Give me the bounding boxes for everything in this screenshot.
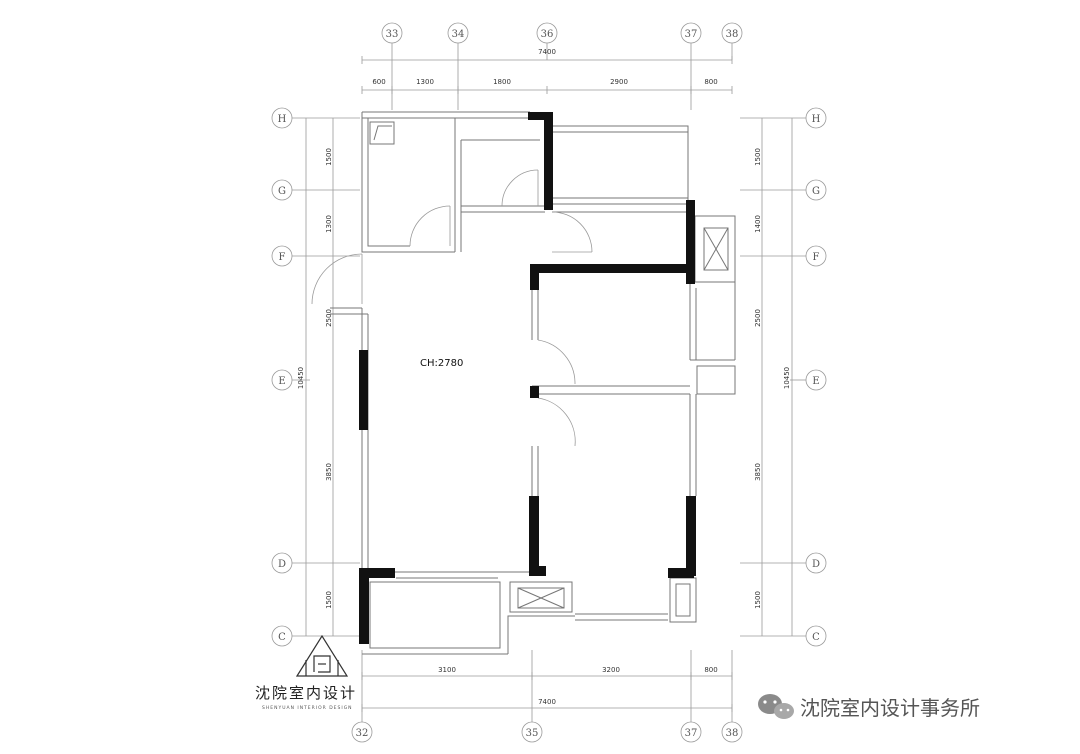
grid-bottom-35: 35: [526, 728, 539, 739]
dim-top-total: 7400: [538, 48, 556, 56]
grid-right-e: E: [812, 376, 819, 387]
dim-top-2: 1300: [416, 78, 434, 86]
grid-top-36: 36: [541, 29, 554, 40]
grid-top-37: 37: [685, 29, 698, 40]
dim-right-total: 10450: [783, 367, 791, 389]
dim-left-1: 1500: [325, 148, 333, 166]
grid-top-33: 33: [386, 29, 399, 40]
dim-left-5: 1500: [325, 591, 333, 609]
doors: [311, 169, 593, 447]
dim-bottom-1: 3100: [438, 666, 456, 674]
grid-bottom-32: 32: [356, 728, 369, 739]
grid-right: H G F E D C: [740, 107, 827, 647]
dim-top-5: 800: [704, 78, 717, 86]
dims-bottom: 3100 3200 800 7400 32 35 37 38: [351, 650, 743, 743]
watermark-text: 沈院室内设计事务所: [800, 696, 980, 720]
grid-right-d: D: [812, 559, 820, 570]
watermark: 沈院室内设计事务所: [758, 694, 980, 720]
grid-left-g: G: [278, 186, 286, 197]
dims-left: 1500 1300 2500 3850 1500 10450: [297, 118, 334, 636]
dim-top-1: 600: [372, 78, 385, 86]
dim-top-4: 2900: [610, 78, 628, 86]
grid-left-h: H: [278, 114, 287, 125]
dim-right-2: 1400: [754, 215, 762, 233]
grid-right-f: F: [813, 252, 820, 263]
toilet-symbol: [369, 121, 395, 145]
structural-walls: [359, 112, 696, 644]
dim-right-3: 2500: [754, 309, 762, 327]
dim-left-3: 2500: [325, 309, 333, 327]
dim-left-2: 1300: [325, 215, 333, 233]
grid-left: H G F E D C: [271, 107, 360, 647]
walls: [330, 111, 736, 655]
grid-left-e: E: [278, 376, 285, 387]
wechat-icon: [758, 694, 794, 719]
grid-top: 33 34 36 37 38: [381, 22, 743, 110]
grid-left-f: F: [279, 252, 286, 263]
grid-left-d: D: [278, 559, 286, 570]
dim-left-4: 3850: [325, 463, 333, 481]
grid-right-h: H: [812, 114, 821, 125]
logo-subtitle: SHENYUAN INTERIOR DESIGN: [262, 705, 353, 711]
dim-bottom-3: 800: [704, 666, 717, 674]
logo: 沈院室内设计 SHENYUAN INTERIOR DESIGN: [255, 634, 357, 711]
ceiling-height-label: CH:2780: [420, 358, 463, 369]
dim-top-3: 1800: [493, 78, 511, 86]
logo-name: 沈院室内设计: [255, 684, 357, 702]
grid-top-38: 38: [726, 29, 739, 40]
dim-left-total: 10450: [297, 367, 305, 389]
grid-left-c: C: [278, 632, 286, 643]
grid-bottom-37: 37: [685, 728, 698, 739]
dim-right-1: 1500: [754, 148, 762, 166]
dim-right-5: 1500: [754, 591, 762, 609]
dim-bottom-total: 7400: [538, 698, 556, 706]
dim-bottom-2: 3200: [602, 666, 620, 674]
grid-bottom-38: 38: [726, 728, 739, 739]
logo-mark: [295, 634, 349, 677]
dims-top: 7400 600 1300 1800 2900 800: [361, 48, 733, 94]
dim-right-4: 3850: [754, 463, 762, 481]
dims-right: 1500 1400 2500 3850 1500 10450: [754, 118, 793, 636]
grid-top-34: 34: [452, 29, 465, 40]
grid-right-g: G: [812, 186, 820, 197]
grid-right-c: C: [812, 632, 820, 643]
